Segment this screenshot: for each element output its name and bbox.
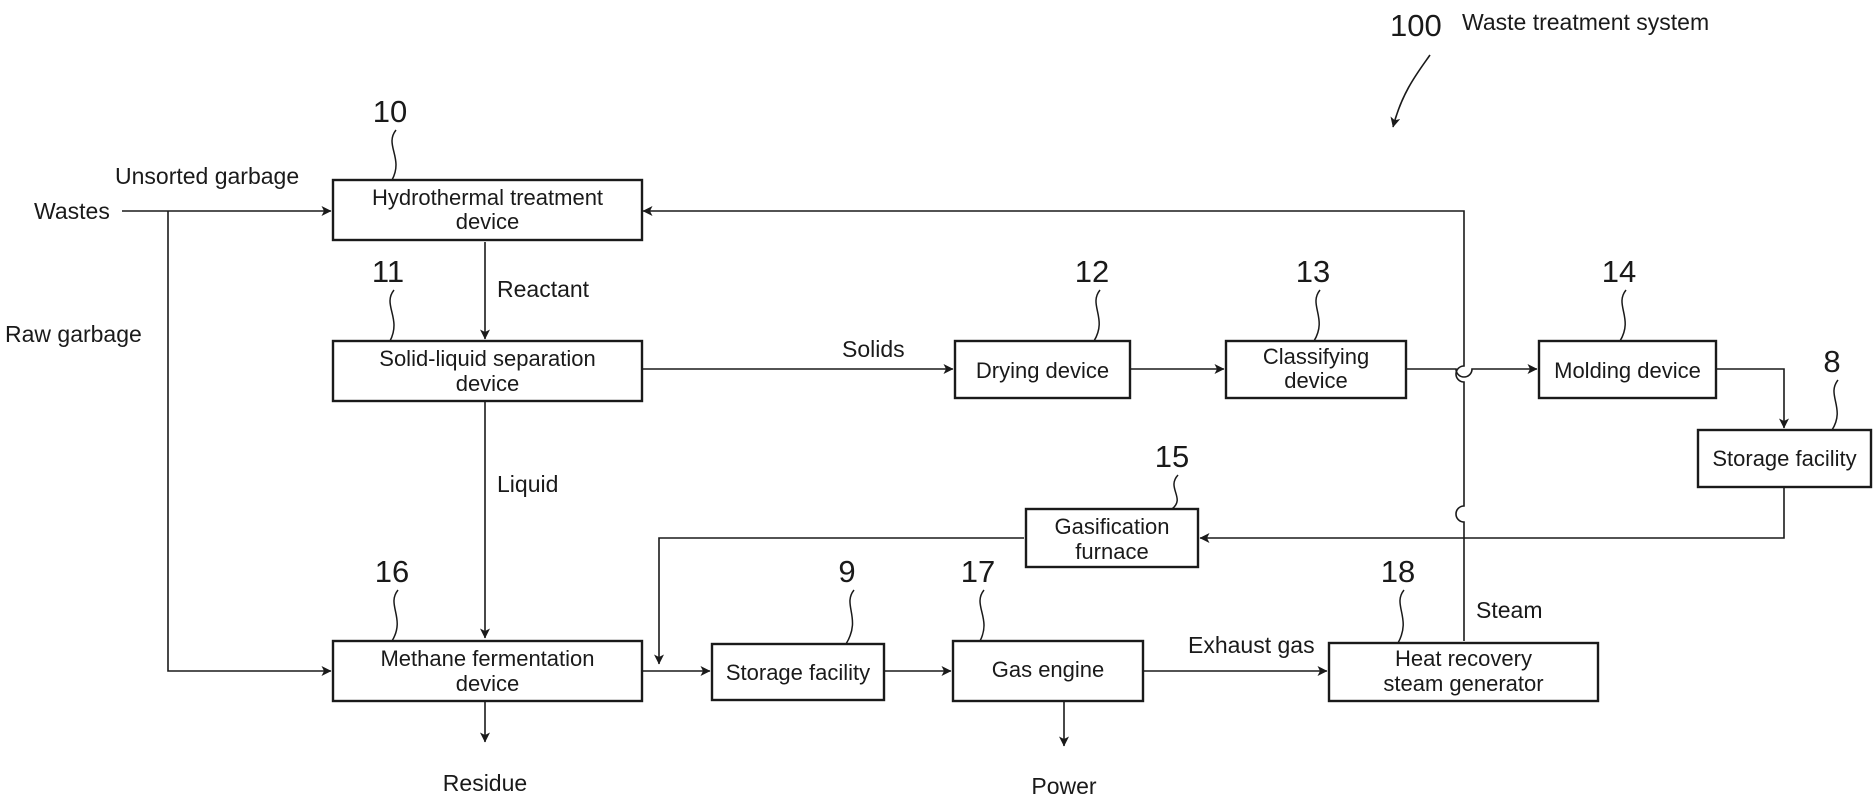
raw-garbage-to-methane-line [168, 211, 331, 671]
solids-label: Solids [842, 336, 905, 362]
raw-garbage-label: Raw garbage [5, 321, 142, 347]
ref-11-leader [390, 290, 394, 341]
ref-number-16: 16 [375, 554, 409, 589]
system-ref-arrow [1393, 55, 1430, 127]
power-label: Power [1031, 773, 1097, 799]
liquid-label: Liquid [497, 471, 558, 497]
ref-12-leader [1094, 290, 1100, 341]
storage-facility-top: Storage facility [1698, 430, 1871, 487]
system-ref-number: 100 [1390, 8, 1442, 43]
svg-text:Heat recovery: Heat recovery [1395, 646, 1532, 671]
svg-text:Storage facility: Storage facility [726, 660, 870, 685]
ref-number-15: 15 [1155, 439, 1189, 474]
svg-text:Storage facility: Storage facility [1712, 446, 1856, 471]
steam-return-line [643, 211, 1464, 641]
svg-text:Classifying: Classifying [1263, 344, 1369, 369]
molding-device: Molding device [1539, 341, 1716, 398]
svg-text:Gasification: Gasification [1055, 514, 1170, 539]
ref-number-18: 18 [1381, 554, 1415, 589]
svg-text:device: device [456, 371, 520, 396]
storage-to-gasification-line [1200, 488, 1784, 538]
ref-number-13: 13 [1296, 254, 1330, 289]
ref-number-10: 10 [373, 94, 407, 129]
drying-device: Drying device [955, 341, 1130, 398]
ref-number-8: 8 [1823, 344, 1840, 379]
ref-14-leader [1620, 290, 1626, 341]
methane-fermentation-device: Methane fermentation device [333, 641, 642, 701]
ref-10-leader [392, 130, 396, 180]
heat-recovery-steam-generator: Heat recovery steam generator [1329, 643, 1598, 701]
gasification-furnace: Gasification furnace [1026, 509, 1198, 567]
gas-engine: Gas engine [953, 641, 1143, 701]
exhaust-gas-label: Exhaust gas [1188, 632, 1315, 658]
molding-to-storage-line [1716, 369, 1784, 428]
ref-13-leader [1314, 290, 1320, 341]
classifying-to-molding-line [1406, 369, 1537, 377]
steam-label: Steam [1476, 597, 1542, 623]
ref-number-11: 11 [372, 254, 404, 289]
ref-15-leader [1172, 475, 1178, 509]
wastes-label: Wastes [34, 198, 110, 224]
system-title: Waste treatment system [1462, 9, 1709, 35]
svg-text:device: device [456, 671, 520, 696]
svg-text:Gas engine: Gas engine [992, 657, 1105, 682]
ref-number-14: 14 [1602, 254, 1636, 289]
storage-facility-bottom: Storage facility [712, 644, 884, 700]
svg-text:Molding device: Molding device [1554, 358, 1701, 383]
ref-18-leader [1398, 590, 1404, 643]
svg-text:steam generator: steam generator [1383, 671, 1543, 696]
svg-text:furnace: furnace [1075, 539, 1148, 564]
reactant-label: Reactant [497, 276, 590, 302]
ref-9-leader [846, 590, 854, 644]
ref-number-17: 17 [961, 554, 995, 589]
unsorted-garbage-label: Unsorted garbage [115, 163, 299, 189]
svg-text:device: device [1284, 368, 1348, 393]
svg-text:Hydrothermal treatment: Hydrothermal treatment [372, 185, 603, 210]
svg-text:Solid-liquid separation: Solid-liquid separation [379, 346, 595, 371]
classifying-device: Classifying device [1226, 341, 1406, 398]
svg-text:Methane fermentation: Methane fermentation [380, 646, 594, 671]
svg-text:Drying device: Drying device [976, 358, 1109, 383]
ref-17-leader [980, 590, 984, 641]
hydrothermal-treatment-device: Hydrothermal treatment device [333, 180, 642, 240]
svg-text:device: device [456, 209, 520, 234]
ref-number-12: 12 [1075, 254, 1109, 289]
ref-16-leader [392, 590, 398, 641]
ref-8-leader [1832, 380, 1838, 430]
solid-liquid-separation-device: Solid-liquid separation device [333, 341, 642, 401]
ref-number-9: 9 [838, 554, 855, 589]
residue-label: Residue [443, 770, 527, 796]
